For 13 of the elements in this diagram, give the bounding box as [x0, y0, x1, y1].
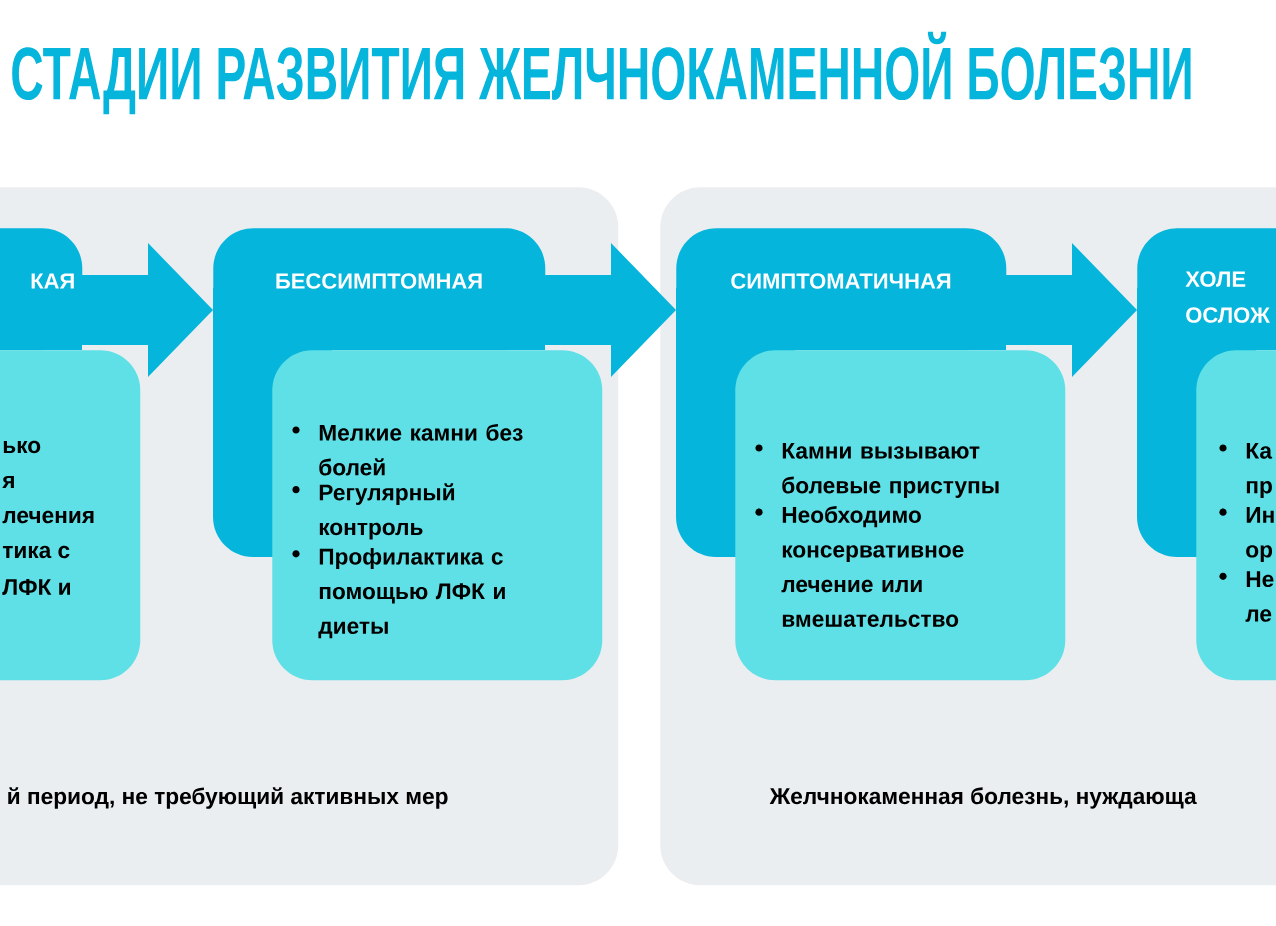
node-label: ХОЛЕ ОСЛОЖ	[1185, 271, 1270, 323]
stage-box: БЕССИМПТОМНАЯ	[213, 228, 546, 351]
title: СТАДИИ РАЗВИТИЯ ЖЕЛЧНОКАМЕННОЙ БОЛЕЗНИ	[12, 31, 1191, 115]
stage-box: КАЯ	[0, 228, 83, 351]
stage-box: СИМПТОМАТИЧНАЯ	[676, 228, 1007, 351]
content-card: ько я лечения тика с ЛФК и	[0, 350, 141, 681]
node-label: СИМПТОМАТИЧНАЯ	[731, 273, 951, 289]
block-arrow	[80, 243, 213, 377]
block-arrow	[1004, 243, 1137, 377]
node-label: БЕССИМПТОМНАЯ	[276, 273, 482, 289]
node-label: КАЯ	[31, 273, 74, 289]
stage-box: ХОЛЕ ОСЛОЖ	[1137, 228, 1276, 351]
block-arrow	[543, 243, 676, 377]
